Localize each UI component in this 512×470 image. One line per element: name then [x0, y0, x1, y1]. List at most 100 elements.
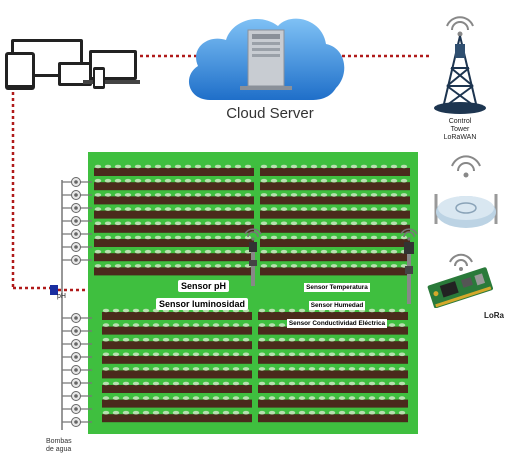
plant-row [260, 193, 408, 197]
plant-row [258, 410, 406, 415]
water-pump-icon [71, 352, 81, 362]
control-tower-line3: LoRaWAN [443, 134, 477, 141]
crop-row [260, 253, 410, 262]
water-pump-icon [71, 229, 81, 239]
crop-row [94, 253, 254, 262]
plant-row [94, 264, 252, 268]
gateway-router-icon [434, 155, 498, 228]
crop-row [260, 224, 410, 233]
hub-ph-label: pH [57, 293, 66, 300]
crop-row [102, 341, 252, 350]
crop-row [94, 224, 254, 233]
plant-row [258, 381, 406, 386]
water-pump-icon [71, 203, 81, 213]
water-pump-icon [71, 339, 81, 349]
water-pump-icon [71, 190, 81, 200]
crop-row [260, 239, 410, 247]
water-pump-icon [71, 255, 81, 265]
crop-row [102, 399, 252, 408]
plant-row [258, 367, 406, 371]
plant-row [260, 264, 408, 268]
sensor-label-left: Sensor pH Sensor luminosidad [156, 276, 249, 312]
plant-row [258, 352, 406, 357]
crop-row [102, 370, 252, 379]
crop-row [102, 326, 252, 335]
crop-row [260, 210, 410, 219]
crop-row [102, 385, 252, 393]
plant-row [102, 396, 250, 400]
water-pump-icon [71, 177, 81, 187]
crop-row [94, 267, 254, 276]
crop-row [258, 326, 408, 335]
crop-row [260, 168, 410, 176]
crop-row [258, 385, 408, 393]
sensor-probe-left [244, 228, 262, 286]
sensor-ph-label: Sensor pH [178, 280, 230, 292]
crop-row [258, 341, 408, 350]
plant-row [102, 337, 250, 342]
plant-row [260, 207, 408, 211]
plant-row [102, 352, 250, 357]
crop-row [258, 312, 408, 320]
control-tower-icon [434, 16, 486, 114]
plant-row [102, 308, 250, 313]
plant-row [102, 410, 250, 415]
plant-row [94, 193, 252, 197]
plant-row [258, 337, 406, 342]
crop-row [102, 414, 252, 423]
plant-row [258, 396, 406, 400]
water-pump-icon [71, 391, 81, 401]
crop-row [94, 239, 254, 247]
crop-row [258, 414, 408, 423]
lora-label: LoRa [484, 311, 504, 320]
plant-row [102, 367, 250, 371]
crop-row [102, 312, 252, 320]
crop-row [260, 196, 410, 205]
plant-row [102, 323, 250, 327]
crop-row [94, 168, 254, 176]
plant-row [260, 221, 408, 226]
sensor-label-right: Sensor Temperatura Sensor Humedad Sensor… [278, 276, 396, 330]
water-pump-icon [71, 216, 81, 226]
plant-row [94, 207, 252, 211]
crop-row [94, 196, 254, 205]
sensor-temperature-label: Sensor Temperatura [304, 283, 370, 292]
plant-row [260, 164, 408, 169]
devices-icon [5, 39, 140, 90]
water-pump-icon [71, 365, 81, 375]
water-pump-icon [71, 242, 81, 252]
plant-row [260, 235, 408, 240]
plant-row [260, 249, 408, 254]
water-pump-icon [71, 378, 81, 388]
control-hub [50, 285, 58, 295]
crop-row [102, 355, 252, 364]
crop-row [258, 399, 408, 408]
plant-row [94, 164, 252, 169]
sensor-conductivity-label: Sensor Conductividad Eléctrica [286, 319, 388, 328]
control-tower-line1: Control [448, 118, 472, 125]
cloud-server-label: Cloud Server [226, 105, 314, 122]
plant-row [94, 178, 252, 183]
crop-row [94, 210, 254, 219]
crop-row [94, 182, 254, 191]
pumps-line2: de agua [46, 446, 72, 453]
plant-row [94, 221, 252, 226]
sensor-probe-right [400, 228, 418, 304]
water-pump-icon [71, 313, 81, 323]
crop-row [258, 370, 408, 379]
control-tower-label: Control Tower LoRaWAN [436, 118, 484, 142]
plant-row [94, 249, 252, 254]
plant-row [94, 235, 252, 240]
sensor-luminosity-label: Sensor luminosidad [156, 298, 249, 310]
plant-row [102, 381, 250, 386]
cloud-server-icon [188, 18, 345, 100]
water-pump-icon [71, 404, 81, 414]
crop-row [260, 267, 410, 276]
water-pump-icon [71, 417, 81, 427]
sensor-humidity-label: Sensor Humedad [308, 301, 366, 310]
water-pump-icon [71, 326, 81, 336]
lora-module-icon [427, 253, 494, 308]
pumps-label: Bombas de agua [46, 438, 72, 454]
